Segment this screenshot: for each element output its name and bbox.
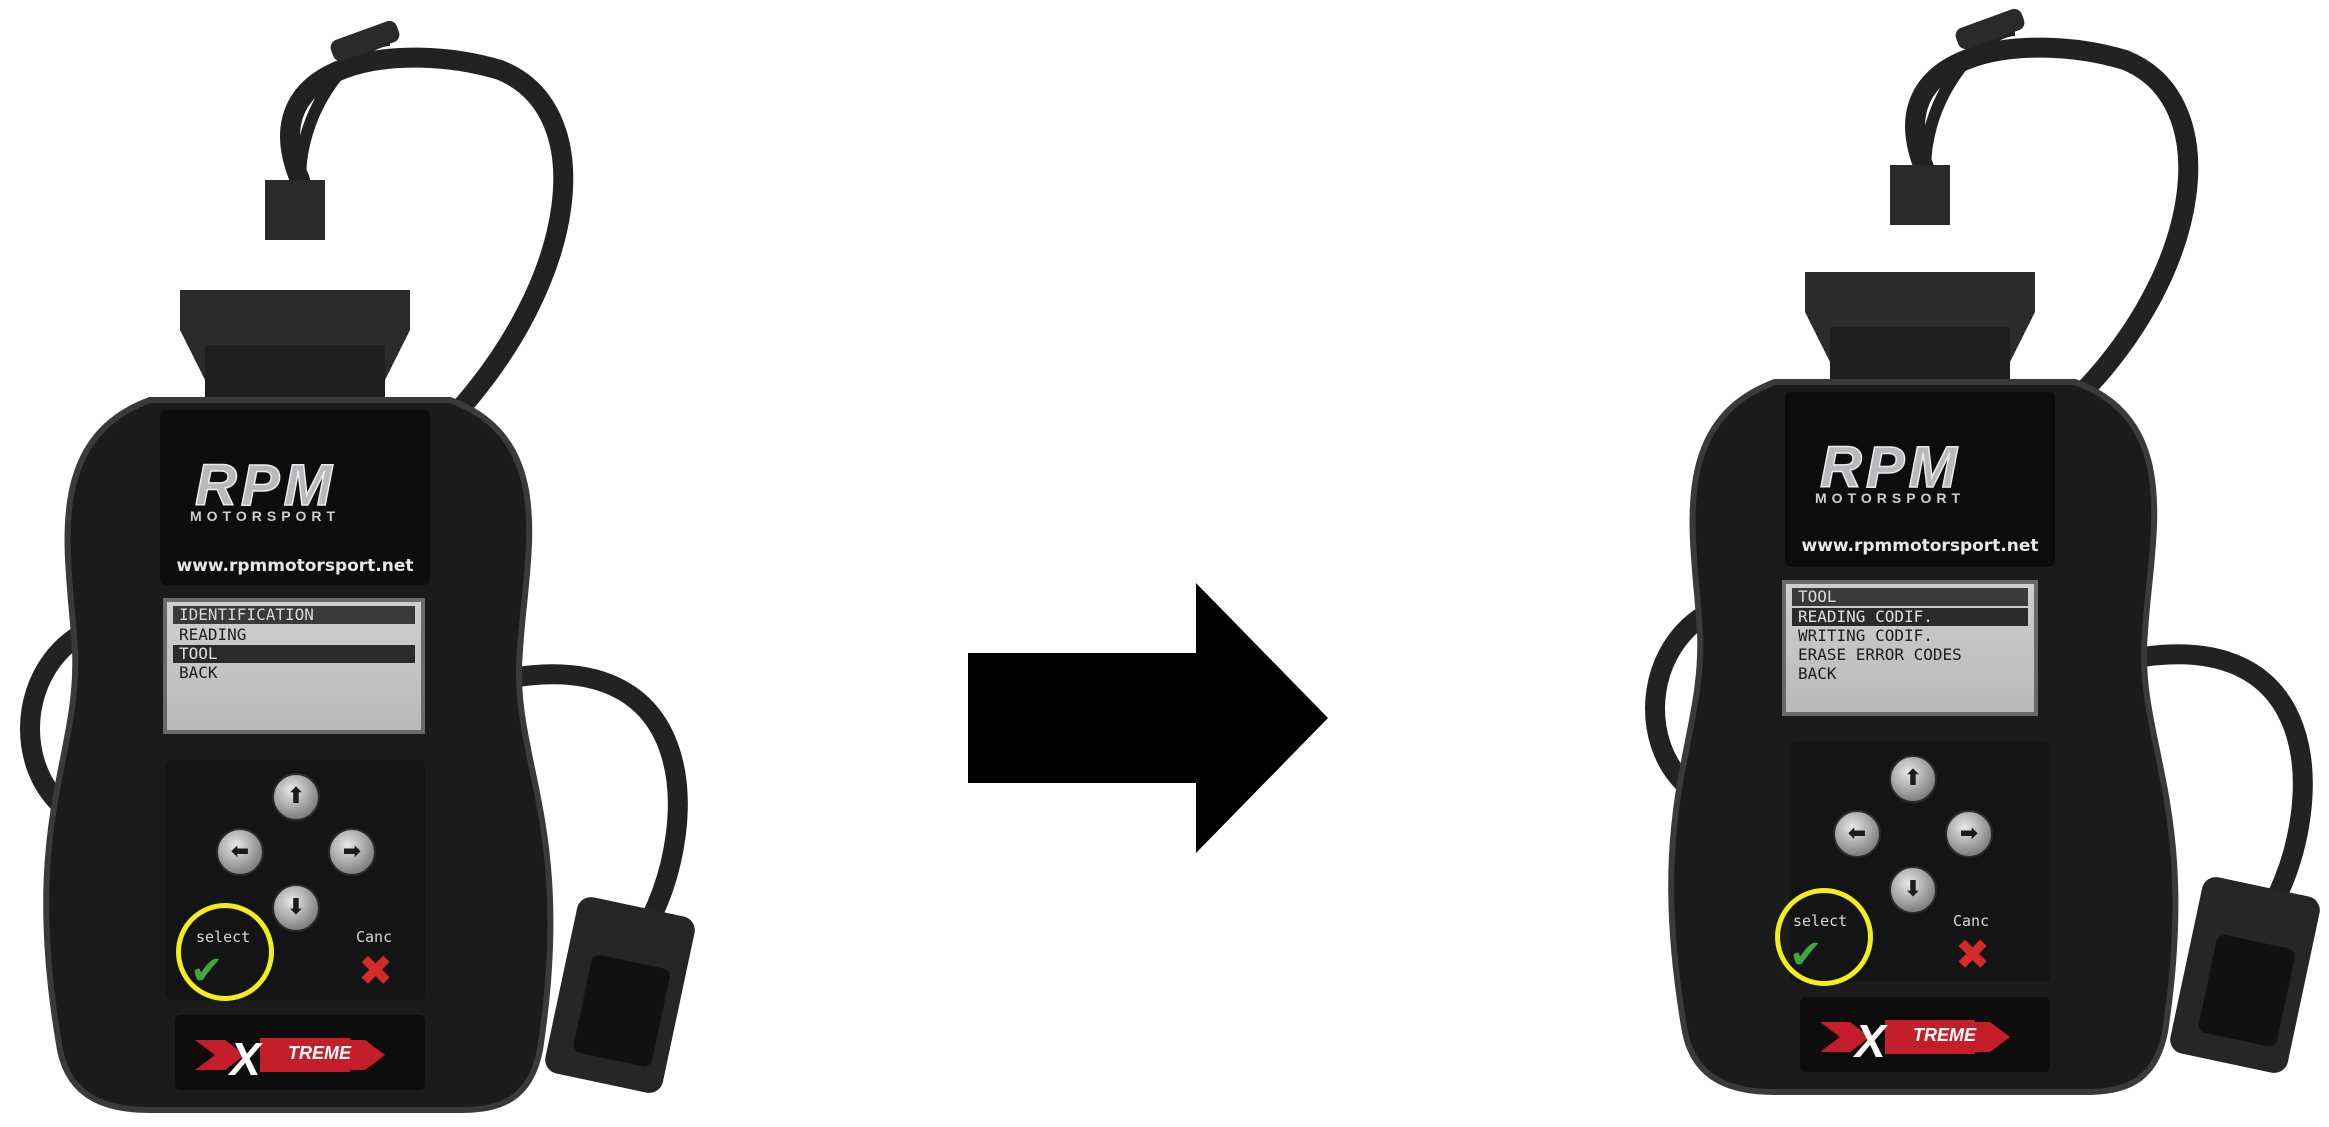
arrow-right-icon: ➡ [1960, 823, 1978, 845]
right-button[interactable]: ➡ [328, 828, 376, 876]
right-arrow-icon [968, 583, 1328, 853]
menu-item-back[interactable]: BACK [1792, 665, 2028, 683]
arrow-up-icon: ⬆ [287, 786, 305, 808]
motorsport-subtitle: MOTORSPORT [190, 508, 340, 524]
up-button[interactable]: ⬆ [1889, 755, 1937, 803]
cancel-x-icon[interactable]: ✖ [358, 946, 393, 995]
cancel-x-icon[interactable]: ✖ [1955, 930, 1990, 979]
menu-item-back[interactable]: BACK [173, 664, 415, 682]
svg-text:X: X [1852, 1015, 1888, 1067]
motorsport-subtitle: MOTORSPORT [1815, 490, 1965, 506]
down-button[interactable]: ⬇ [1889, 866, 1937, 914]
menu-item-reading-codif[interactable]: READING CODIF. [1792, 608, 2028, 626]
menu-item-erase-error-codes[interactable]: ERASE ERROR CODES [1792, 646, 2028, 664]
website-url: www.rpmmotorsport.net [1790, 536, 2050, 556]
cancel-label: Canc [356, 928, 392, 946]
arrow-left-icon: ⬅ [1848, 823, 1866, 845]
arrow-left-icon: ⬅ [231, 841, 249, 863]
up-button[interactable]: ⬆ [272, 773, 320, 821]
arrow-up-icon: ⬆ [1904, 768, 1922, 790]
xtreme-logo-text: TREME [288, 1043, 351, 1064]
select-highlight-ring [1775, 888, 1873, 986]
lcd-screen: IDENTIFICATION READING TOOL BACK [163, 598, 425, 734]
menu-item-writing-codif[interactable]: WRITING CODIF. [1792, 627, 2028, 645]
arrow-down-icon: ⬇ [287, 897, 305, 919]
right-device: X RPM MOTORSPORT www.rpmmotorsport.net T… [1625, 0, 2329, 1127]
svg-text:X: X [227, 1033, 263, 1085]
arrow-right-icon: ➡ [343, 841, 361, 863]
left-button[interactable]: ⬅ [216, 828, 264, 876]
lcd-screen: TOOL READING CODIF. WRITING CODIF. ERASE… [1782, 580, 2038, 716]
screen-title: TOOL [1792, 588, 2028, 606]
left-device: X RPM MOTORSPORT www.rpmmotorsport.net I… [0, 0, 800, 1127]
screen-title: IDENTIFICATION [173, 606, 415, 624]
down-button[interactable]: ⬇ [272, 884, 320, 932]
left-button[interactable]: ⬅ [1833, 810, 1881, 858]
xtreme-logo-text: TREME [1913, 1025, 1976, 1046]
website-url: www.rpmmotorsport.net [165, 556, 425, 576]
select-highlight-ring [176, 903, 274, 1001]
menu-item-tool[interactable]: TOOL [173, 645, 415, 663]
cancel-label: Canc [1953, 912, 1989, 930]
menu-item-reading[interactable]: READING [173, 626, 415, 644]
arrow-down-icon: ⬇ [1904, 879, 1922, 901]
right-button[interactable]: ➡ [1945, 810, 1993, 858]
